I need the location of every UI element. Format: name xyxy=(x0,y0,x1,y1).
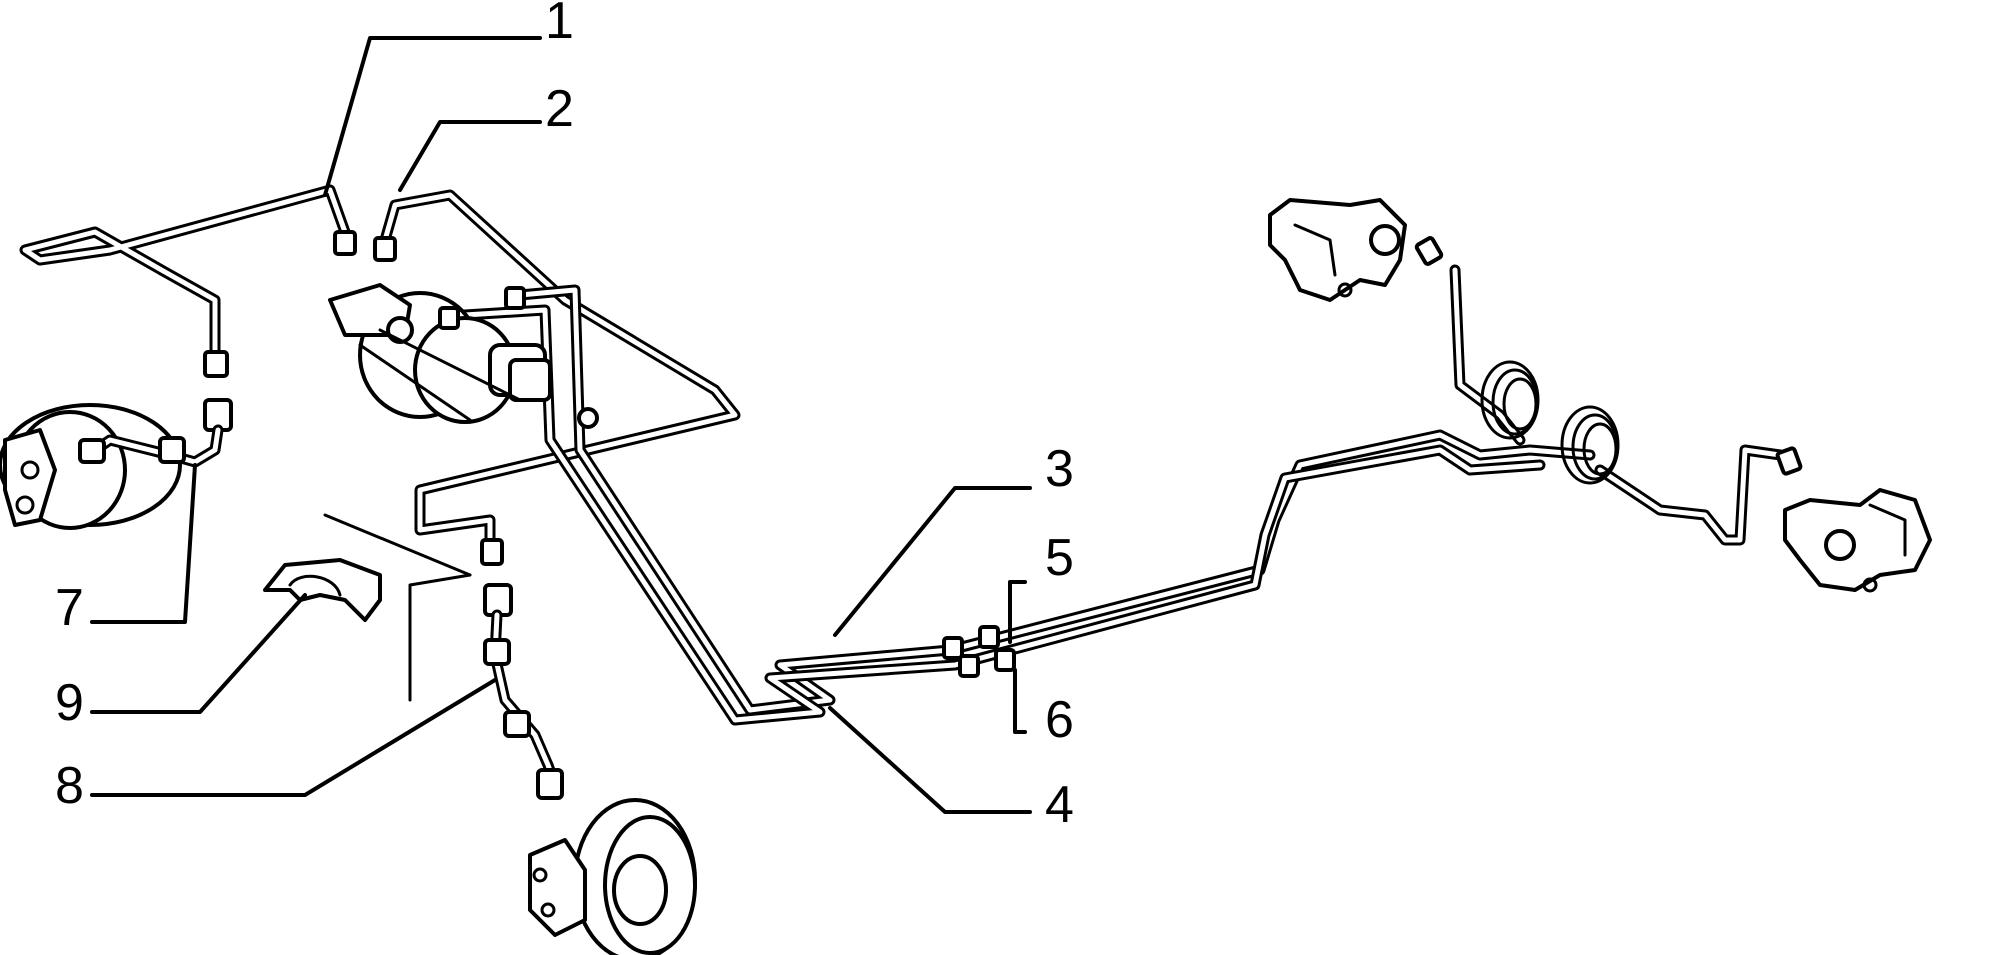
callout-5: 5 xyxy=(1045,529,1074,587)
pipe-fittings xyxy=(203,230,1803,678)
callout-6: 6 xyxy=(1045,691,1074,749)
callout-9: 9 xyxy=(55,674,84,732)
front-left-brake-hose xyxy=(78,398,233,468)
brake-master-cylinder xyxy=(328,283,599,429)
front-right-brake-disc xyxy=(528,798,697,955)
callout-2: 2 xyxy=(545,80,574,138)
pipe-coil-right xyxy=(1560,405,1620,485)
callout-labels: 1 2 3 4 5 6 7 8 9 xyxy=(55,0,1074,834)
callout-1: 1 xyxy=(545,0,574,50)
brake-pipes xyxy=(19,184,1786,726)
callout-3: 3 xyxy=(1045,440,1074,498)
hose-bracket xyxy=(263,513,472,702)
front-right-brake-hose xyxy=(483,583,564,800)
rear-right-brake xyxy=(1783,488,1932,593)
callout-7: 7 xyxy=(55,579,84,637)
pipe-coil-left xyxy=(1480,360,1540,440)
callout-4: 4 xyxy=(1045,776,1074,834)
leader-lines xyxy=(90,36,1032,814)
rear-left-brake xyxy=(1268,198,1407,302)
callout-8: 8 xyxy=(55,757,84,815)
front-left-brake-disc xyxy=(0,403,182,530)
